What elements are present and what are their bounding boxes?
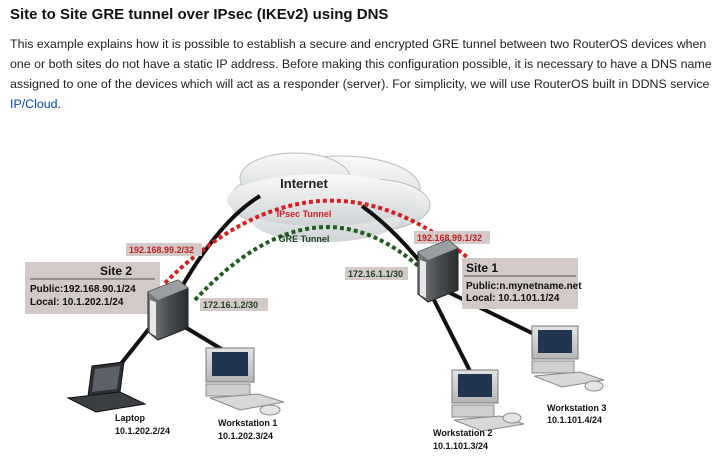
ip-cloud-link[interactable]: IP/Cloud (10, 97, 58, 111)
site1-info-box (462, 258, 578, 309)
site1-router-icon (417, 239, 459, 303)
laptop-ip: 10.1.202.2/24 (115, 426, 170, 436)
site2-gre-ip: 172.16.1.2/30 (203, 300, 258, 310)
site2-ipsec-ip: 192.168.99.2/32 (129, 245, 194, 255)
page-title: Site to Site GRE tunnel over IPsec (IKEv… (10, 6, 389, 23)
gre-tunnel-line (193, 225, 430, 302)
laptop-icon (66, 361, 147, 413)
intro-text: This example explains how it is possible… (10, 37, 712, 91)
site2-info-box (25, 262, 160, 314)
site2-public: Public:192.168.90.1/24 (30, 284, 136, 295)
internet-label: Internet (280, 176, 328, 191)
site2-local: Local: 10.1.202.1/24 (30, 297, 124, 308)
workstation2-icon (451, 369, 525, 432)
workstation1-icon (205, 347, 285, 416)
site1-title: Site 1 (466, 261, 498, 275)
site2-router-icon (147, 279, 189, 341)
site1-gre-ip: 172.16.1.1/30 (348, 269, 403, 279)
workstation2-name: Workstation 2 (433, 428, 492, 438)
workstation1-name: Workstation 1 (218, 418, 277, 428)
ipsec-tunnel-line (163, 198, 470, 285)
laptop-name: Laptop (115, 413, 145, 423)
workstation3-name: Workstation 3 (547, 403, 606, 413)
site1-public: Public:n.mynetname.net (466, 281, 582, 292)
workstation1-ip: 10.1.202.3/24 (218, 431, 273, 441)
site1-ipsec-ip: 192.168.99.1/32 (417, 233, 482, 243)
intro-end: . (57, 97, 61, 111)
workstation3-ip: 10.1.101.4/24 (547, 415, 602, 425)
workstation3-icon (531, 325, 605, 392)
intro-paragraph: This example explains how it is possible… (10, 34, 712, 114)
site2-title: Site 2 (100, 264, 132, 278)
gre-tunnel-label: GRE Tunnel (279, 234, 330, 244)
ipsec-tunnel-label: IPsec Tunnel (277, 209, 332, 219)
workstation2-ip: 10.1.101.3/24 (433, 441, 488, 451)
site1-local: Local: 10.1.101.1/24 (466, 293, 560, 304)
